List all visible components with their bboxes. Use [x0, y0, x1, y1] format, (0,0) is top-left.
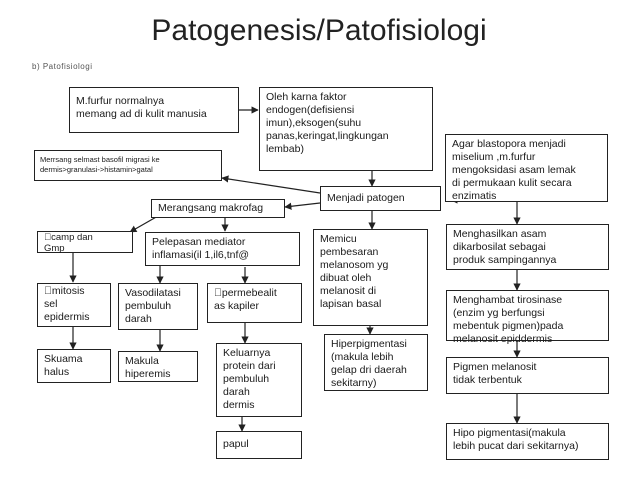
box-camp-gmp:  camp dan Gmp	[37, 231, 133, 253]
box-memicu-melanosom: Memicu pembesaran melanosom yg dibuat ol…	[313, 229, 428, 326]
box-hipopigmentasi: Hipo pigmentasi(makula lebih pucat dari …	[446, 423, 609, 460]
arrow-patogen-to-makrofag	[284, 202, 321, 210]
arrow-patogen-to-basofil	[221, 175, 321, 194]
box-vasodilatasi: Vasodilatasi pembuluh darah	[118, 283, 198, 330]
slide-title: Patogenesis/Patofisiologi	[151, 14, 487, 47]
box-skuama-halus: Skuama halus	[37, 349, 111, 383]
box-keluarnya-protein: Keluarnya protein dari pembuluh darah de…	[216, 343, 302, 417]
box-mitosis-sel:  mitosis sel epidermis	[37, 283, 111, 327]
box-m-furfur-normal: M.furfur normalnya memang ad di kulit ma…	[69, 87, 239, 133]
box-papul: papul	[216, 431, 302, 459]
box-basofil-histamin: Merrsang selmast basofil migrasi ke derm…	[34, 150, 222, 181]
section-subheading: b) Patofisiologi	[32, 62, 93, 71]
box-menjadi-patogen: Menjadi patogen	[320, 186, 441, 211]
box-menghambat-tirosinase: Menghambat tirosinase (enzim yg berfungs…	[446, 290, 609, 345]
box-pigmen-melanosit: Pigmen melanosit tidak terbentuk	[446, 357, 609, 394]
box-permeabilitas-kapiler:  permebealit as kapiler	[207, 283, 302, 323]
box-blastopora-miselium: Agar blastopora menjadi miselium ,m.furf…	[445, 134, 608, 202]
box-pelepasan-mediator: Pelepasan mediator inflamasi(il 1,il6,tn…	[145, 232, 300, 266]
box-asam-dikarbosilat: Menghasilkan asam dikarbosilat sebagai p…	[446, 224, 609, 270]
box-faktor-endogen-eksogen: Oleh karna faktor endogen(defisiensi imu…	[259, 87, 433, 171]
box-merangsang-makrofag: Merangsang makrofag	[151, 199, 285, 218]
arrow-makrofag-to-camp	[129, 215, 159, 233]
box-hiperpigmentasi: Hiperpigmentasi (makula lebih gelap dri …	[324, 334, 428, 391]
box-makula-hiperemis: Makula hiperemis	[118, 351, 198, 382]
